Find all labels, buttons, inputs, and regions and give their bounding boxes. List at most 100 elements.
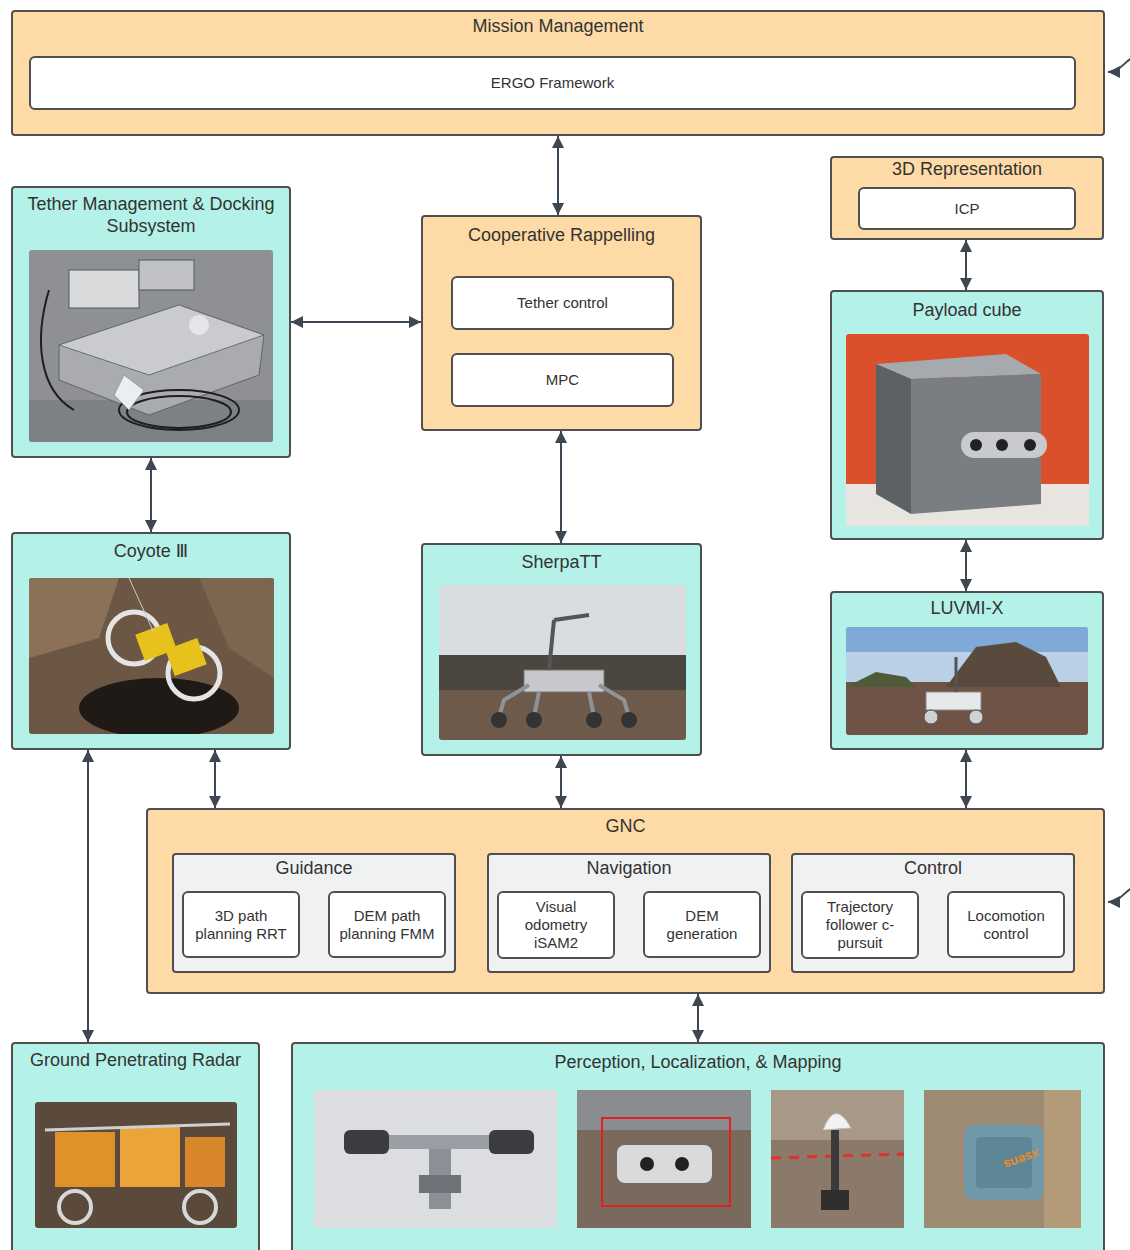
panel-title: LUVMI-X xyxy=(832,598,1102,620)
panel-title: Coyote Ⅲ xyxy=(13,541,289,563)
rover-panel: SherpaTT xyxy=(421,543,702,756)
drawing-part xyxy=(1044,1090,1081,1228)
drawing-part xyxy=(846,672,916,687)
drawing-part xyxy=(996,439,1008,451)
panel-title: Perception, Localization, & Mapping xyxy=(293,1052,1103,1074)
connector-arrow xyxy=(965,240,967,290)
box-label: ERGO Framework xyxy=(491,74,614,92)
mission-panel: Mission ManagementERGO Framework xyxy=(11,10,1105,136)
framework-box: ERGO Framework xyxy=(29,56,1076,110)
drawing-part xyxy=(577,1090,751,1130)
drawing-part xyxy=(969,710,983,724)
method-box: DEM generation xyxy=(643,891,761,958)
method-box: 3D path planning RRT xyxy=(182,891,300,958)
drawing-part xyxy=(129,578,154,633)
connector-arrow xyxy=(150,458,152,532)
panel-title: Cooperative Rappelling xyxy=(423,225,700,247)
connector-arrow xyxy=(557,136,559,215)
drawing-part xyxy=(59,305,264,415)
drawing-part xyxy=(120,1127,180,1187)
gnc-group: Guidance 3D path planning RRT DEM path pla… xyxy=(172,853,456,973)
drawing-part xyxy=(29,578,119,658)
box-label: ICP xyxy=(954,200,979,218)
drawing-part xyxy=(35,1102,237,1228)
box-label: 3D path planning RRT xyxy=(189,907,293,943)
connector-arrow xyxy=(697,994,699,1042)
drawing-part xyxy=(344,1130,389,1154)
connector-arrow xyxy=(291,321,421,323)
connector-arrow xyxy=(214,750,216,808)
imu-photo xyxy=(924,1090,1081,1228)
drawing-part xyxy=(419,1175,461,1193)
method-box: Visual odometry iSAM2 xyxy=(497,891,615,959)
drawing-part xyxy=(29,250,273,442)
drawing-part xyxy=(924,1090,1081,1228)
drawing-part xyxy=(59,305,264,375)
drawing-part xyxy=(59,1191,91,1223)
subsystem-panel: Tether Management & Docking Subsystem xyxy=(11,186,291,458)
drawing-part xyxy=(45,1124,230,1130)
drawing-part xyxy=(970,439,982,451)
drawing-part xyxy=(127,396,231,428)
drawing-part xyxy=(491,712,507,728)
drawing-part xyxy=(439,690,686,740)
box-label: MPC xyxy=(546,371,579,389)
box-label: Locomotion control xyxy=(954,907,1058,943)
panel-title: Payload cube xyxy=(832,300,1102,322)
drawing-part xyxy=(1024,439,1036,451)
box-label: Trajectory follower c-pursuit xyxy=(808,898,912,952)
drawing-part xyxy=(439,655,686,695)
drawing-part xyxy=(314,1090,557,1228)
drawing-part xyxy=(41,290,74,410)
drawing-part xyxy=(586,712,602,728)
drawing-part xyxy=(846,334,1089,526)
drawing-part xyxy=(439,585,686,740)
drawing-part xyxy=(185,1137,225,1187)
drawing-part xyxy=(946,642,1061,687)
rover-photo xyxy=(846,627,1088,735)
payload-photo xyxy=(846,334,1089,526)
drawing-part xyxy=(139,260,194,290)
gnc-group: NavigationVisual odometry iSAM2 DEM gener… xyxy=(487,853,771,973)
drawing-part xyxy=(821,1190,849,1210)
connector-arrow xyxy=(965,540,967,591)
drawing-part xyxy=(602,1118,730,1206)
drawing-part xyxy=(964,1125,1044,1200)
sensor-panel: Ground Penetrating Radar xyxy=(11,1042,260,1250)
panel-title: GNC xyxy=(148,816,1103,838)
depth-camera-photo xyxy=(577,1090,751,1228)
drawing-part xyxy=(621,712,637,728)
connector-arrow xyxy=(560,431,562,543)
panel-title: Guidance xyxy=(174,858,454,880)
method-box: DEM path planning FMM xyxy=(328,891,446,958)
rover-panel: LUVMI-X xyxy=(830,591,1104,750)
drawing-part xyxy=(184,1191,216,1223)
drawing-part xyxy=(524,670,604,692)
method-box: Tether control xyxy=(451,276,674,330)
panel-title: Ground Penetrating Radar xyxy=(13,1050,258,1072)
panel-title: Mission Management xyxy=(13,16,1103,38)
payload-panel: Payload cube xyxy=(830,290,1104,540)
gnc-panel: GNC Guidance 3D path planning RRT DEM path … xyxy=(146,808,1105,994)
drawing-part xyxy=(617,1145,712,1183)
connector-arrow xyxy=(560,756,562,808)
drawing-part xyxy=(189,315,209,335)
drawing-part xyxy=(955,657,958,692)
drawing-part xyxy=(526,712,542,728)
gnc-group: ControlTrajectory follower c-pursuitLoco… xyxy=(791,853,1075,973)
drawing-part xyxy=(55,1132,115,1187)
panel-title: 3D Representation xyxy=(832,159,1102,181)
drawing-part xyxy=(640,1157,654,1171)
rover-panel: Coyote Ⅲ xyxy=(11,532,291,750)
connector-arrow xyxy=(965,750,967,808)
drawing-part xyxy=(114,375,144,410)
method-box: Trajectory follower c-pursuit xyxy=(801,891,919,959)
tether-photo xyxy=(29,250,273,442)
drawing-part xyxy=(846,627,1088,735)
sensor-panel: Perception, Localization, & Mapping xyxy=(291,1042,1105,1250)
rover-photo xyxy=(29,578,274,734)
drawing-part xyxy=(165,638,207,676)
panel-title: Navigation xyxy=(489,858,769,880)
drawing-part xyxy=(961,432,1047,458)
incoming-arrow xyxy=(1108,888,1130,902)
